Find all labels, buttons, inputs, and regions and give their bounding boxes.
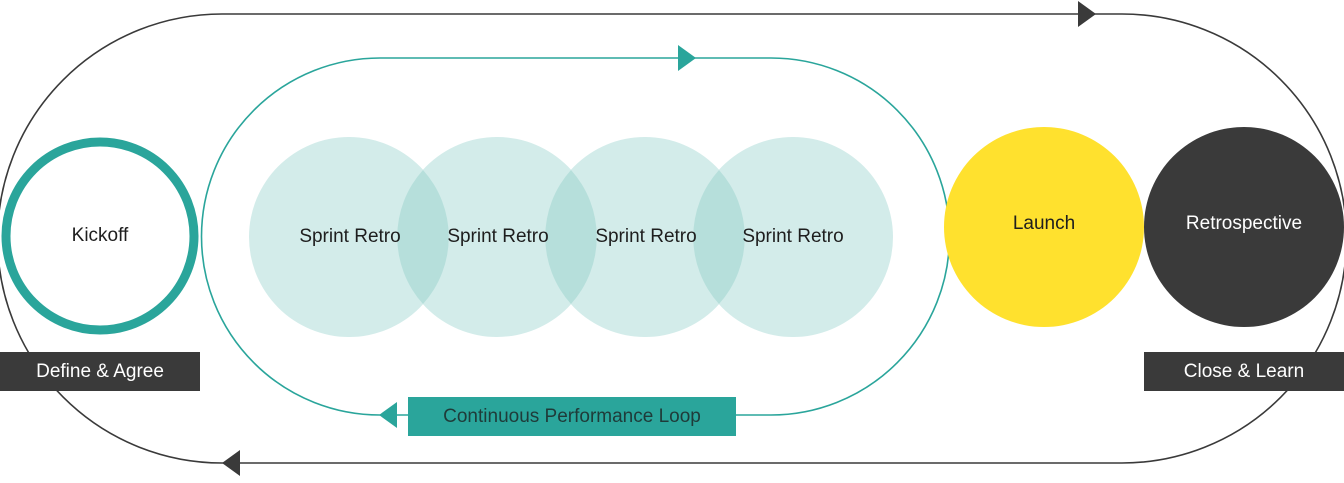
launch-circle	[944, 127, 1144, 327]
retrospective-label: Retrospective	[1185, 213, 1303, 234]
kickoff-label: Kickoff	[71, 225, 129, 246]
define-agree-tag: Define & Agree	[0, 352, 200, 391]
sprint-circle	[397, 137, 597, 337]
sprint-overlap	[545, 170, 597, 304]
outer-loop-path	[0, 13, 1344, 464]
sprint-label: Sprint Retro	[742, 226, 844, 247]
outer-arrow-right-icon	[1078, 1, 1096, 27]
launch-label: Launch	[1012, 213, 1076, 234]
performance-loop-path	[200, 57, 951, 416]
sprint-circle	[693, 137, 893, 337]
sprint-label: Sprint Retro	[447, 226, 549, 247]
sprint-label: Sprint Retro	[595, 226, 697, 247]
outer-arrow-left-icon	[222, 450, 240, 476]
loop-arrow-left-icon	[379, 402, 397, 428]
sprint-overlap	[693, 170, 745, 304]
performance-loop-tag: Continuous Performance Loop	[408, 397, 736, 436]
kickoff-circle	[1, 137, 199, 335]
sprint-overlap	[397, 170, 449, 304]
sprint-circle	[249, 137, 449, 337]
sprint-label: Sprint Retro	[299, 226, 401, 247]
sprint-circle	[545, 137, 745, 337]
retrospective-circle	[1144, 127, 1344, 327]
close-learn-tag: Close & Learn	[1144, 352, 1344, 391]
sprint-circles	[249, 137, 893, 337]
loop-arrow-right-icon	[678, 45, 696, 71]
